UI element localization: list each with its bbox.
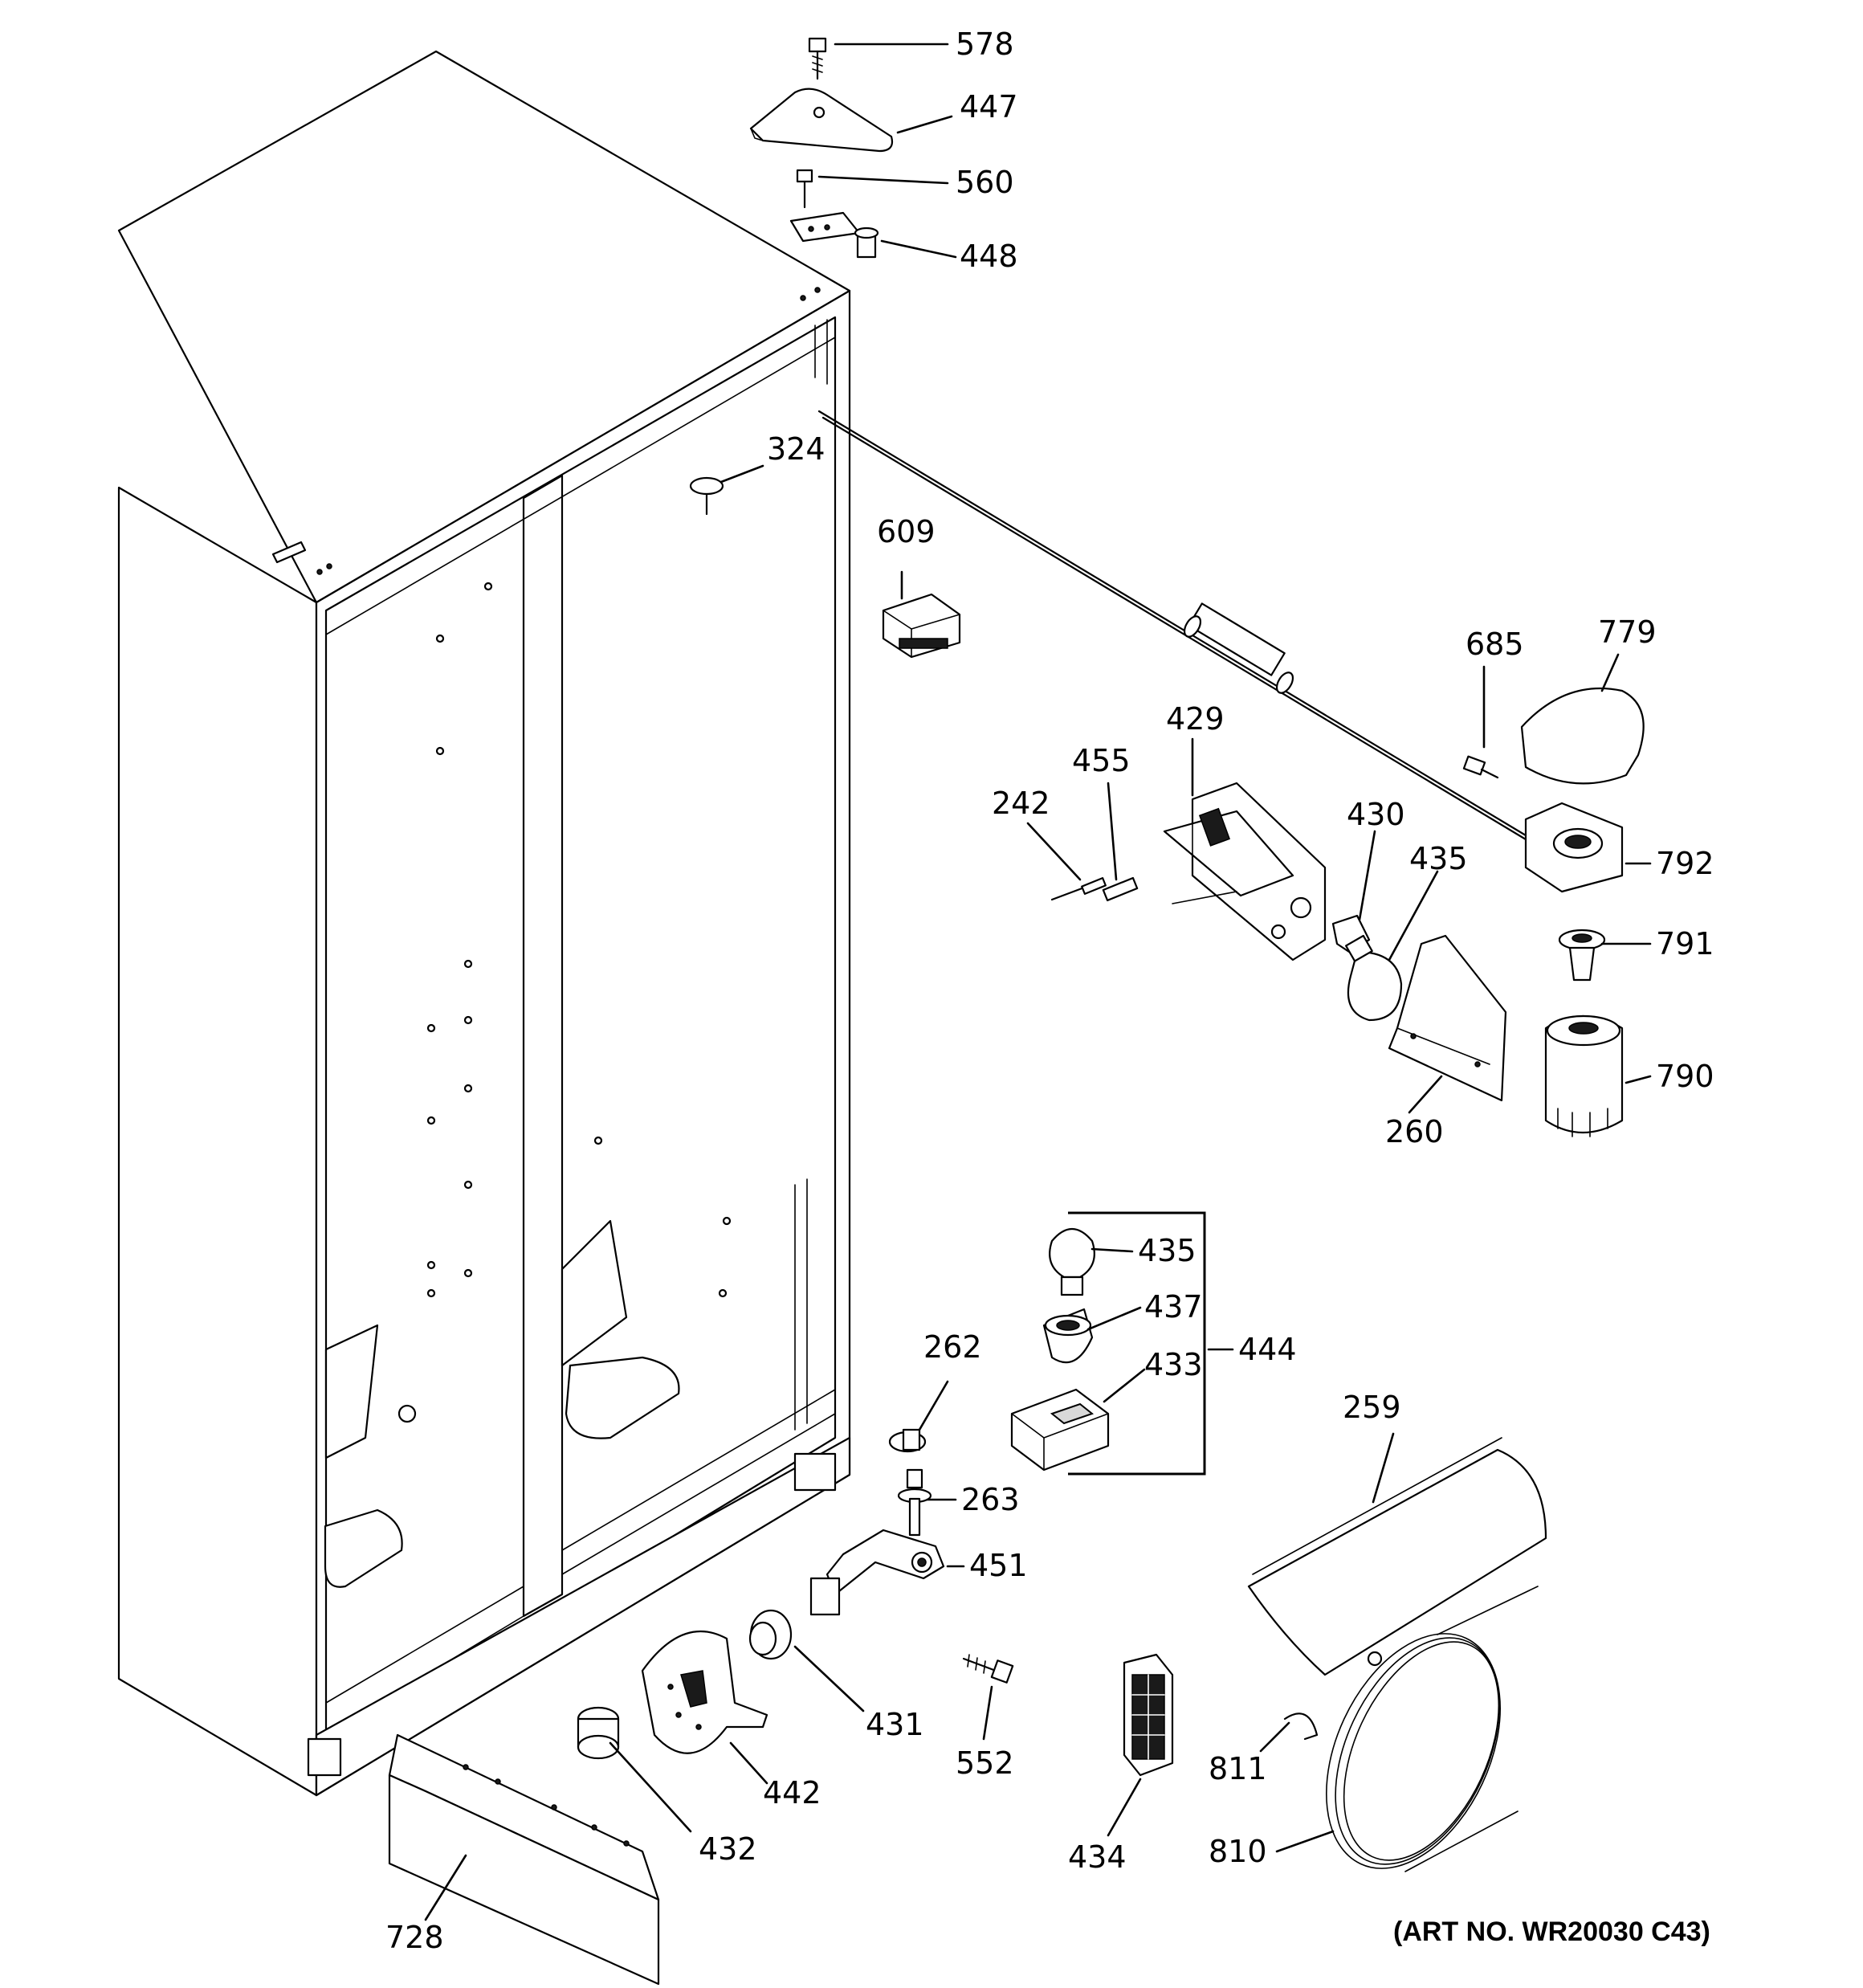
callout-790: 790	[1656, 1059, 1714, 1094]
callout-259: 259	[1343, 1390, 1401, 1425]
callout-430: 430	[1347, 797, 1405, 832]
hinge-screw-578	[808, 37, 827, 80]
switch-609	[882, 593, 961, 659]
callout-labels: 578 447 560 448 324 609 685 779 455 429 …	[385, 27, 1714, 1955]
callout-242: 242	[992, 786, 1050, 821]
callout-263: 263	[961, 1482, 1020, 1517]
callout-811: 811	[1209, 1751, 1267, 1786]
refrigerator-cabinet	[117, 50, 851, 1797]
light-shield-260	[1388, 934, 1507, 1102]
callout-431: 431	[866, 1707, 924, 1742]
condenser-cover-259	[1247, 1437, 1547, 1676]
callout-448: 448	[960, 239, 1018, 274]
callout-429: 429	[1166, 701, 1225, 737]
callout-435-lower: 435	[1138, 1233, 1196, 1268]
callout-810: 810	[1209, 1834, 1267, 1869]
top-hinge-448	[789, 211, 879, 259]
callout-792: 792	[1656, 846, 1714, 881]
callout-260: 260	[1385, 1114, 1444, 1149]
hinge-screw-560	[796, 169, 813, 209]
bottom-hinge-451	[809, 1529, 945, 1616]
leader-lines	[424, 43, 1652, 1921]
clip-811	[1283, 1712, 1319, 1741]
water-filter-790	[1544, 1014, 1624, 1137]
callout-451: 451	[969, 1548, 1028, 1583]
callout-447: 447	[960, 89, 1018, 125]
roller-431	[748, 1609, 793, 1660]
art-number: (ART NO. WR20030 C43)	[1393, 1917, 1710, 1947]
plug-button-324	[689, 476, 724, 516]
light-bulb-435-upper	[1345, 934, 1403, 1022]
water-tube-assembly	[817, 410, 1531, 843]
callout-455: 455	[1072, 743, 1131, 778]
callout-578: 578	[956, 27, 1014, 62]
callout-434: 434	[1068, 1839, 1127, 1875]
bushing-432	[577, 1706, 620, 1760]
callout-432: 432	[699, 1831, 757, 1867]
hinge-cover-447	[749, 88, 894, 153]
ice-maker-429	[1163, 782, 1327, 961]
water-line-810	[1326, 1586, 1539, 1872]
callout-779: 779	[1598, 614, 1657, 650]
callout-435-upper: 435	[1409, 841, 1468, 876]
callout-552: 552	[956, 1745, 1014, 1781]
callout-262: 262	[923, 1329, 982, 1365]
lamp-socket-437	[1042, 1308, 1094, 1364]
callout-437: 437	[1144, 1289, 1203, 1325]
sensor-242	[1050, 877, 1107, 901]
callout-609: 609	[877, 514, 936, 549]
thermistor-455	[1102, 876, 1139, 902]
hinge-pin-263	[897, 1468, 932, 1537]
roller-assembly-442	[641, 1631, 768, 1754]
light-assembly-bracket	[1068, 1211, 1206, 1476]
callout-324: 324	[767, 431, 826, 467]
callout-433: 433	[1144, 1347, 1203, 1382]
callout-728: 728	[385, 1920, 444, 1955]
lamp-housing-433	[1010, 1388, 1110, 1472]
screw-552	[962, 1654, 1014, 1684]
callout-560: 560	[956, 165, 1014, 200]
filter-bypass-791	[1558, 929, 1606, 982]
filter-cover-779	[1520, 687, 1645, 785]
grille-434	[1123, 1653, 1174, 1777]
light-bulb-435-lower	[1049, 1228, 1095, 1296]
toe-grille-728	[388, 1733, 660, 1986]
hinge-cam-262	[888, 1428, 927, 1453]
callout-442: 442	[763, 1775, 821, 1810]
callout-685: 685	[1466, 627, 1524, 662]
screw-685	[1462, 755, 1499, 779]
callout-791: 791	[1656, 926, 1714, 961]
callout-444: 444	[1238, 1332, 1297, 1367]
filter-head-792	[1524, 802, 1624, 893]
